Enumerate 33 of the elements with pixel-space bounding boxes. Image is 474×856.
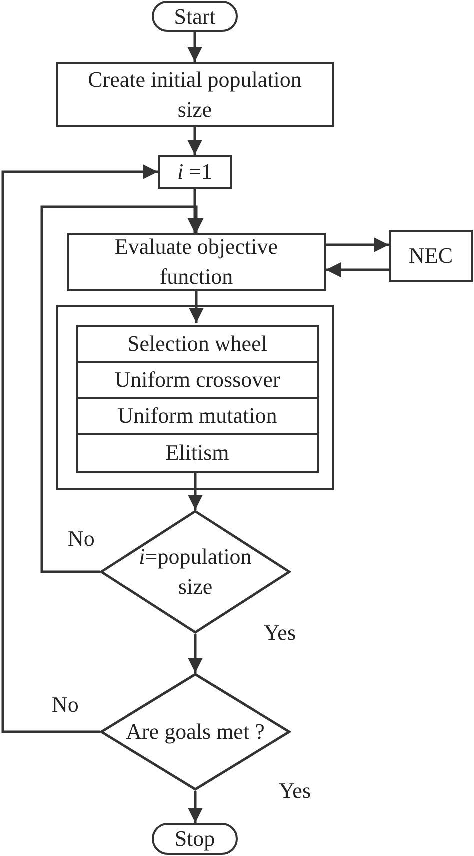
arrow (326, 262, 389, 278)
process-box (158, 155, 232, 189)
node-label: Uniform crossover (114, 366, 280, 394)
arrow (188, 471, 203, 510)
arrow (2, 164, 158, 734)
arrow (188, 791, 203, 823)
node-label: Selection wheel (128, 330, 268, 358)
node-label: Create initial population size (87, 66, 303, 124)
process-box (67, 233, 326, 291)
process-box (76, 361, 319, 399)
node-label: Are goals met ? (126, 718, 265, 746)
process-box (76, 397, 319, 435)
process-box (76, 325, 319, 363)
arrow (40, 206, 204, 574)
node-label: Elitism (166, 439, 230, 468)
arrow (326, 238, 389, 252)
process-box (56, 62, 334, 127)
node-label: i=population size (138, 543, 253, 601)
terminal-pill (152, 823, 238, 855)
terminal-pill (152, 1, 238, 32)
node-label: Evaluate objective function (114, 233, 280, 291)
process-box (76, 433, 319, 473)
arrow (189, 291, 204, 323)
arrow (188, 32, 202, 62)
node-label: i =1 (177, 158, 213, 186)
container-box (56, 305, 334, 490)
node-label: Start (174, 2, 216, 31)
node-label: Stop (174, 825, 216, 854)
node-label: Uniform mutation (118, 402, 278, 430)
arrow (188, 634, 203, 673)
process-box (389, 230, 473, 282)
node-label: NEC (409, 242, 453, 270)
arrow (188, 127, 202, 155)
